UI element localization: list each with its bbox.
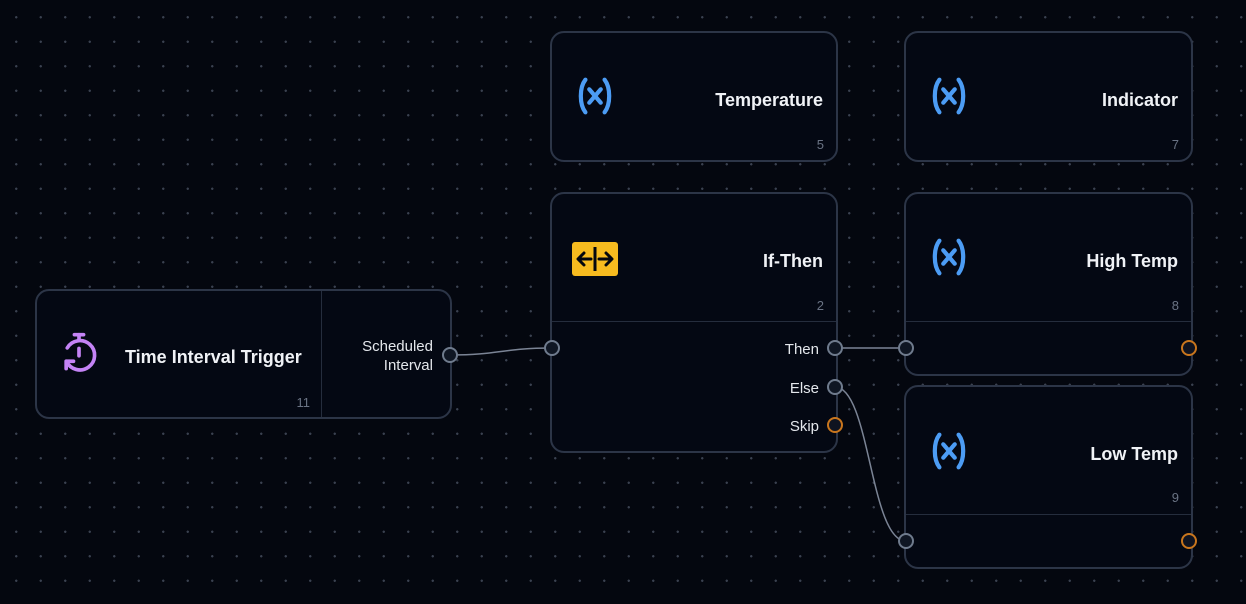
node-divider	[321, 291, 322, 417]
node-id: 2	[816, 298, 824, 313]
output-label-line: Interval	[383, 357, 433, 374]
input-port-low-temp[interactable]	[898, 533, 914, 549]
node-title: High Temp	[1086, 251, 1178, 271]
input-port-high-temp[interactable]	[898, 340, 914, 356]
output-port-else[interactable]	[827, 379, 843, 395]
node-title: Indicator	[1101, 90, 1178, 110]
node-title: Time Interval Trigger	[125, 347, 302, 367]
wire-else-to-low-temp[interactable]	[834, 386, 907, 542]
output-port-skip[interactable]	[827, 417, 843, 433]
variable-icon	[926, 73, 972, 124]
low-temp-node[interactable]: Low Temp 9	[904, 385, 1193, 569]
variable-icon	[926, 234, 972, 285]
variable-icon	[572, 73, 618, 124]
node-title: Temperature	[715, 90, 823, 110]
variable-icon	[926, 428, 972, 479]
node-id: 5	[816, 137, 824, 152]
node-id: 7	[1171, 137, 1179, 152]
output-label-then: Then	[784, 341, 819, 358]
timer-icon	[57, 331, 101, 380]
output-label-else: Else	[789, 380, 819, 397]
node-divider	[552, 321, 836, 322]
output-port-scheduled-interval[interactable]	[442, 347, 458, 363]
node-divider	[906, 514, 1191, 515]
temperature-node[interactable]: Temperature 5	[550, 31, 838, 162]
if-then-node[interactable]: If-Then 2 Then Else Skip	[550, 192, 838, 453]
output-label-line: Scheduled	[362, 338, 433, 355]
wire-trigger-to-if-then[interactable]	[449, 347, 553, 356]
node-title: Low Temp	[1090, 444, 1178, 464]
indicator-node[interactable]: Indicator 7	[904, 31, 1193, 162]
output-label-scheduled-interval: Scheduled Interval	[362, 337, 433, 375]
node-id: 9	[1171, 490, 1179, 505]
condition-icon	[572, 242, 618, 281]
node-title: If-Then	[763, 251, 823, 271]
node-divider	[906, 321, 1191, 322]
node-id: 11	[296, 395, 311, 410]
output-port-then[interactable]	[827, 340, 843, 356]
output-label-skip: Skip	[789, 418, 819, 435]
node-id: 8	[1171, 298, 1179, 313]
output-port-low-temp[interactable]	[1181, 533, 1197, 549]
high-temp-node[interactable]: High Temp 8	[904, 192, 1193, 376]
time-interval-trigger-node[interactable]: Time Interval Trigger 11 Scheduled Inter…	[35, 289, 452, 419]
input-port-if-then[interactable]	[544, 340, 560, 356]
output-port-high-temp[interactable]	[1181, 340, 1197, 356]
